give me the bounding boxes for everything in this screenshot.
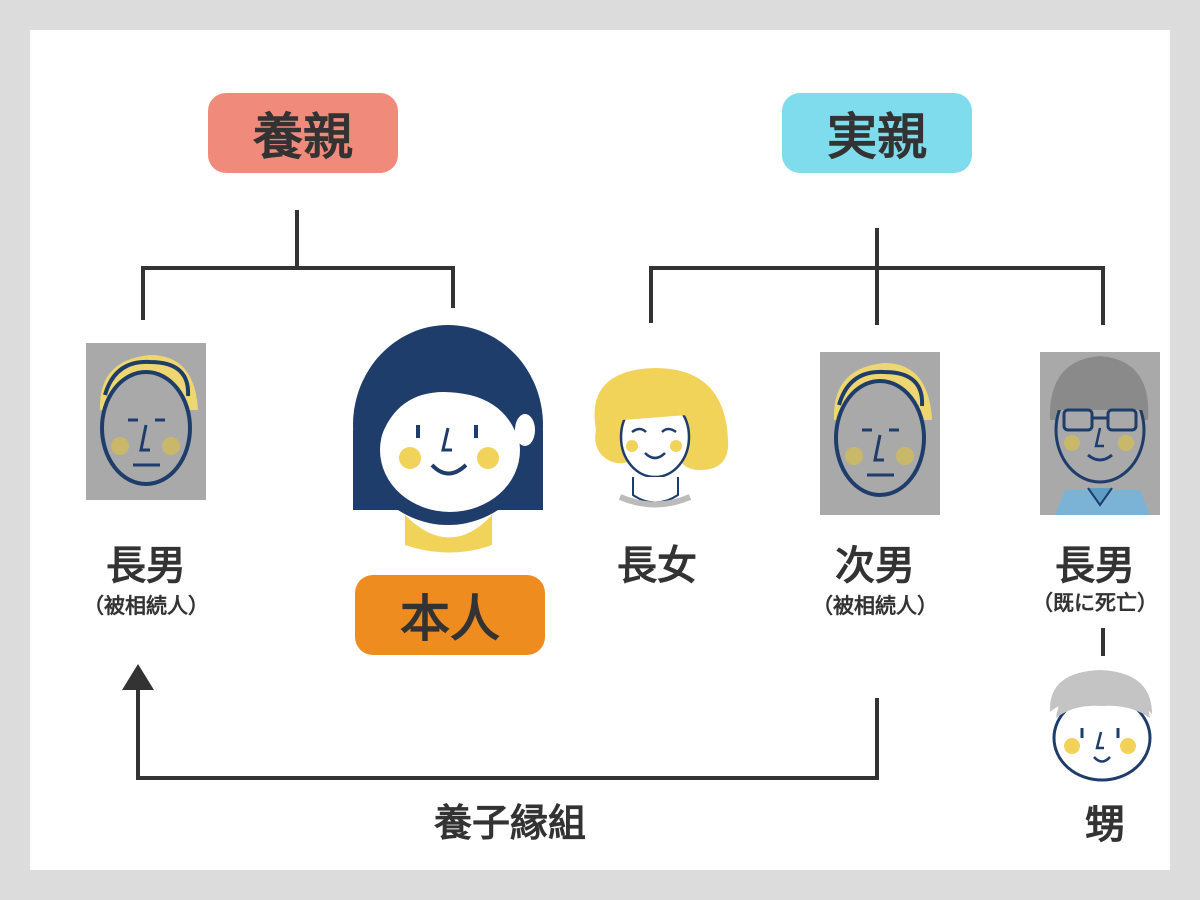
second-son-note: （被相続人） [812, 594, 938, 618]
bio-eldest-son-note: （既に死亡） [1032, 591, 1158, 615]
adoption-arrow [122, 664, 879, 780]
nephew-label: 甥 [1085, 802, 1125, 848]
adoptive-tree-lines [141, 210, 455, 320]
blonde-woman-face-icon [594, 368, 729, 508]
bio-eldest-son-label: 長男 [1055, 543, 1135, 589]
biological-parent-badge: 実親 [782, 93, 972, 173]
woman-illustration-icon [353, 325, 543, 553]
gray-haired-boy-face-icon [1049, 670, 1152, 782]
adoptive-eldest-son-label: 長男 [106, 543, 186, 589]
older-man-portrait-icon [820, 352, 940, 515]
adoptive-eldest-son-note: （被相続人） [83, 594, 209, 618]
adoption-label: 養子縁組 [433, 801, 586, 845]
older-man-portrait-icon [86, 343, 206, 500]
biological-tree-lines [649, 228, 1105, 656]
second-son-label: 次男 [835, 543, 915, 589]
adoptive-parent-badge: 養親 [208, 93, 398, 173]
self-badge: 本人 [355, 575, 545, 655]
man-with-glasses-portrait-icon [1040, 352, 1160, 515]
eldest-daughter-label: 長女 [617, 543, 697, 589]
